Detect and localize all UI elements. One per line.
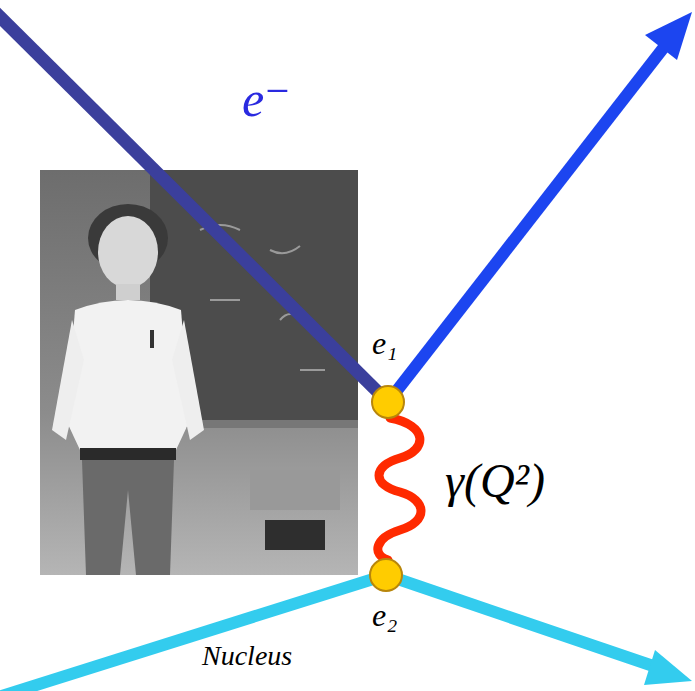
charge-label: e₁ bbox=[372, 326, 397, 361]
portrait-photo bbox=[40, 170, 358, 575]
photon-label: γ(Q²) bbox=[445, 455, 545, 508]
incoming-nucleus-line bbox=[0, 575, 386, 691]
outgoing-electron-line bbox=[388, 42, 668, 402]
outgoing-nucleus-line bbox=[386, 575, 662, 669]
charge-label: e₂ bbox=[372, 598, 397, 633]
particle-label: Nucleus bbox=[202, 641, 292, 672]
vertex-dot bbox=[372, 386, 404, 418]
vertex-dot bbox=[370, 559, 402, 591]
arrowhead bbox=[645, 12, 692, 60]
photon-wave bbox=[378, 418, 421, 560]
incoming-electron-line bbox=[0, 12, 388, 402]
particle-label: e⁻ bbox=[242, 72, 291, 127]
arrowhead bbox=[644, 650, 692, 685]
